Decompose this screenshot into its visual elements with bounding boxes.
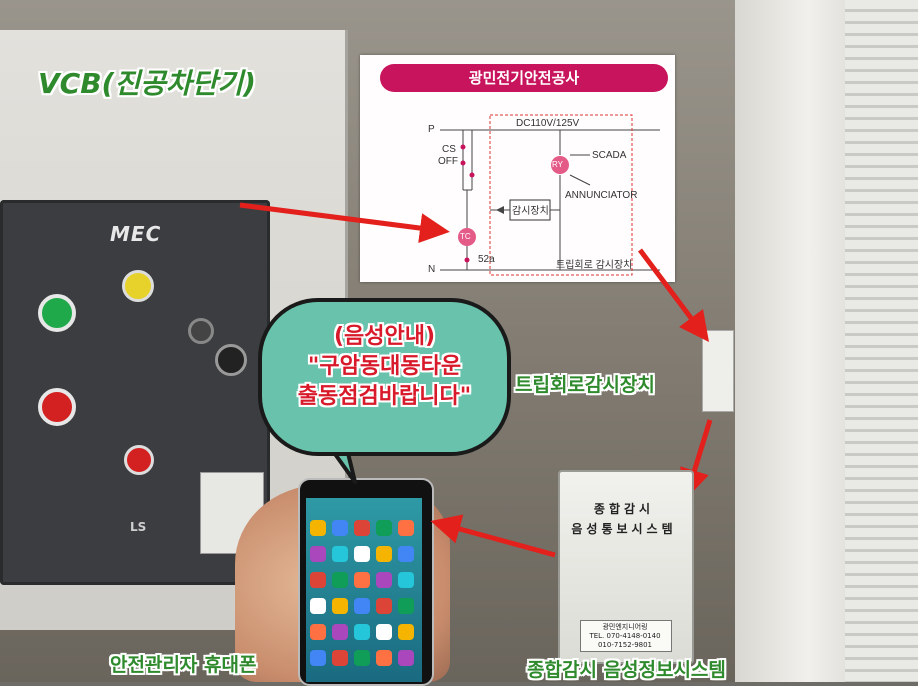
supply-label: DC110V/125V [516,118,580,129]
app-icon [354,598,370,614]
app-icon [310,572,326,588]
app-icon [310,598,326,614]
app-icon [398,546,414,562]
app-icon [332,624,348,640]
monitor-label: 감시장치 [512,206,549,217]
phone-label: 안전관리자 휴대폰 [110,654,257,676]
reset-knob [188,318,214,344]
app-icon [398,624,414,640]
vcb-off-button [38,388,76,426]
app-icon [354,546,370,562]
app-icon [376,650,392,666]
annunciator-label: ANNUNCIATOR [565,190,638,201]
app-icon [310,650,326,666]
app-icon [332,650,348,666]
app-icon [354,624,370,640]
app-icon [332,546,348,562]
alarm-box-tel-2: 010-7152-9801 [597,641,653,649]
speech-bubble [258,298,511,456]
bubble-line-2: "구암동대동타운 [307,354,462,379]
wiring-panel [845,0,918,682]
trip-monitor-label: 트립회로 감시장치 [556,260,633,271]
app-icon [310,546,326,562]
system-label: 종합감시 음성정보시스템 [527,659,726,681]
diagram-title: 광민전기안전공사 [380,64,668,92]
app-icon [354,572,370,588]
app-icon [376,598,392,614]
app-icon [398,598,414,614]
vcb-brand-logo: MEC [110,222,162,246]
trip-circuit-monitor-device [702,330,734,412]
alarm-box-tel-1: TEL. 070-4148-0140 [589,632,661,640]
app-icon [398,650,414,666]
alarm-box-nameplate [580,620,672,652]
contact-52a-label: 52a [478,254,495,265]
ry-relay [551,156,569,174]
trip-device-label: 트립회로감시장치 [515,374,655,396]
app-icon [376,572,392,588]
app-icon [354,520,370,536]
vcb-maker-logo: LS [130,520,147,534]
info-button [124,445,154,475]
off-label: OFF [438,156,458,167]
arrow-vcb-to-tc [239,202,450,243]
app-icon [398,520,414,536]
vcb-on-button [38,294,76,332]
tc-coil [458,228,476,246]
arrow-diagram-to-device [638,248,709,342]
app-icon [398,572,414,588]
app-icon [332,598,348,614]
app-icon [332,572,348,588]
alarm-box-title-2: 음성통보시스템 [571,522,677,536]
bubble-line-3: 출동점검바랍니다" [297,384,472,409]
circuit-diagram [440,114,660,276]
vcb-label: VCB(진공차단기) [38,67,256,100]
alarm-box-company: 광민엔지니어링 [602,623,648,631]
main-spring-indicator [122,270,154,302]
alarm-box-title-1: 종합감시 [593,502,655,516]
bubble-line-1: (음성안내) [333,324,436,349]
app-icon [376,520,392,536]
phone-app-grid [310,520,420,680]
rail-p-label: P [428,124,435,135]
charging-knob [215,344,247,376]
circuit-diagram-card [360,55,675,282]
scada-label: SCADA [592,150,627,161]
app-icon [310,520,326,536]
app-icon [354,650,370,666]
rail-n-label: N [428,264,436,275]
app-icon [332,520,348,536]
arrow-box-to-phone [430,514,556,558]
tc-label: TC [460,232,471,241]
app-icon [310,624,326,640]
app-icon [376,546,392,562]
app-icon [376,624,392,640]
cs-label: CS [442,144,456,155]
ry-label: RY [552,160,563,169]
